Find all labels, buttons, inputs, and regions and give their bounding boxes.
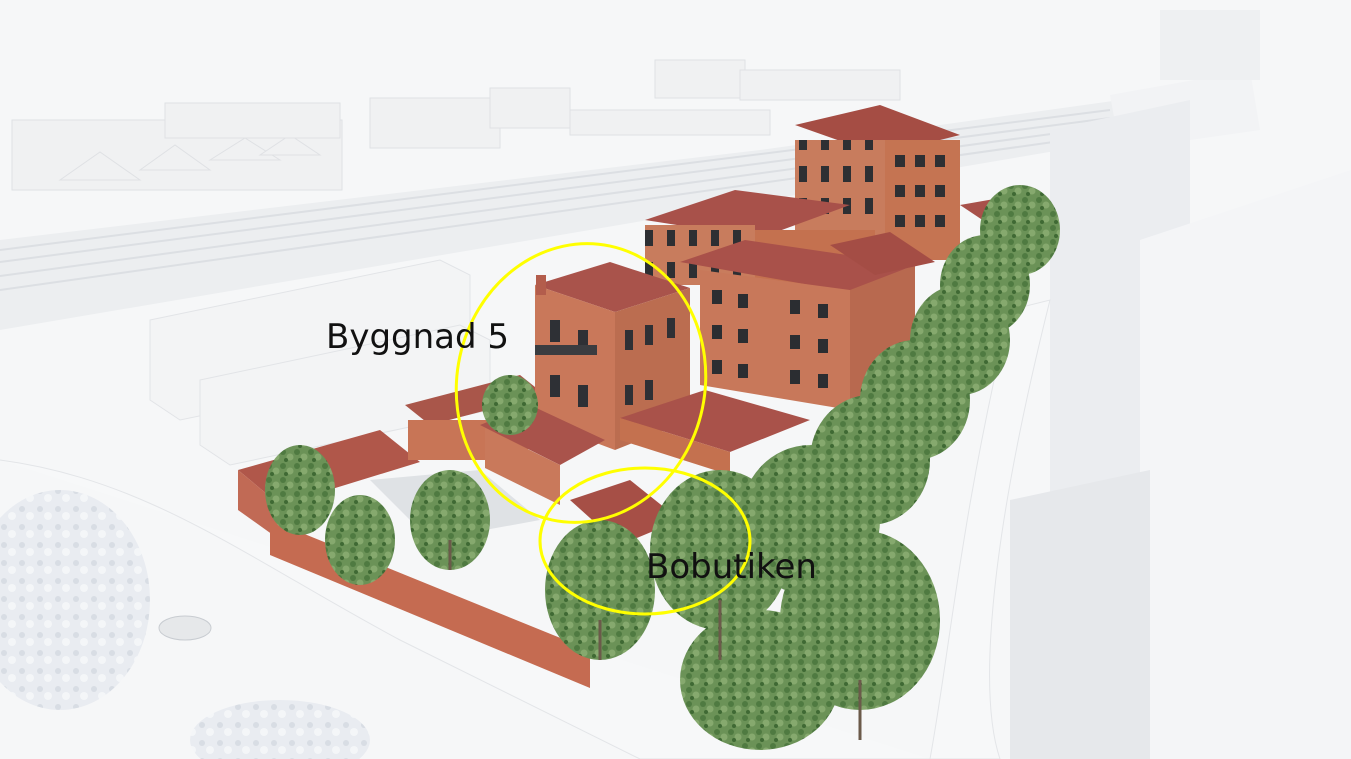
annotation-circle-bobutiken <box>538 466 752 616</box>
front-apartment-building <box>680 232 935 410</box>
byggnad-5-label: Byggnad 5 <box>326 317 510 357</box>
snowy-tree-left-1 <box>0 490 150 710</box>
annotation-circle-byggnad-5 <box>454 242 708 524</box>
context-massing-right <box>1010 10 1351 759</box>
tree-trunks <box>448 540 862 740</box>
background-houses <box>11 59 901 191</box>
bobutiken-building <box>570 480 680 545</box>
context-massing-left <box>149 259 491 466</box>
byggnad-5-building <box>535 262 690 450</box>
car <box>158 615 212 641</box>
snowy-tree-left-2 <box>190 700 370 759</box>
road <box>0 299 1051 759</box>
bobutiken-label: Bobutiken <box>646 547 817 587</box>
tree-row <box>265 185 1060 750</box>
low-wing-building <box>620 390 810 475</box>
